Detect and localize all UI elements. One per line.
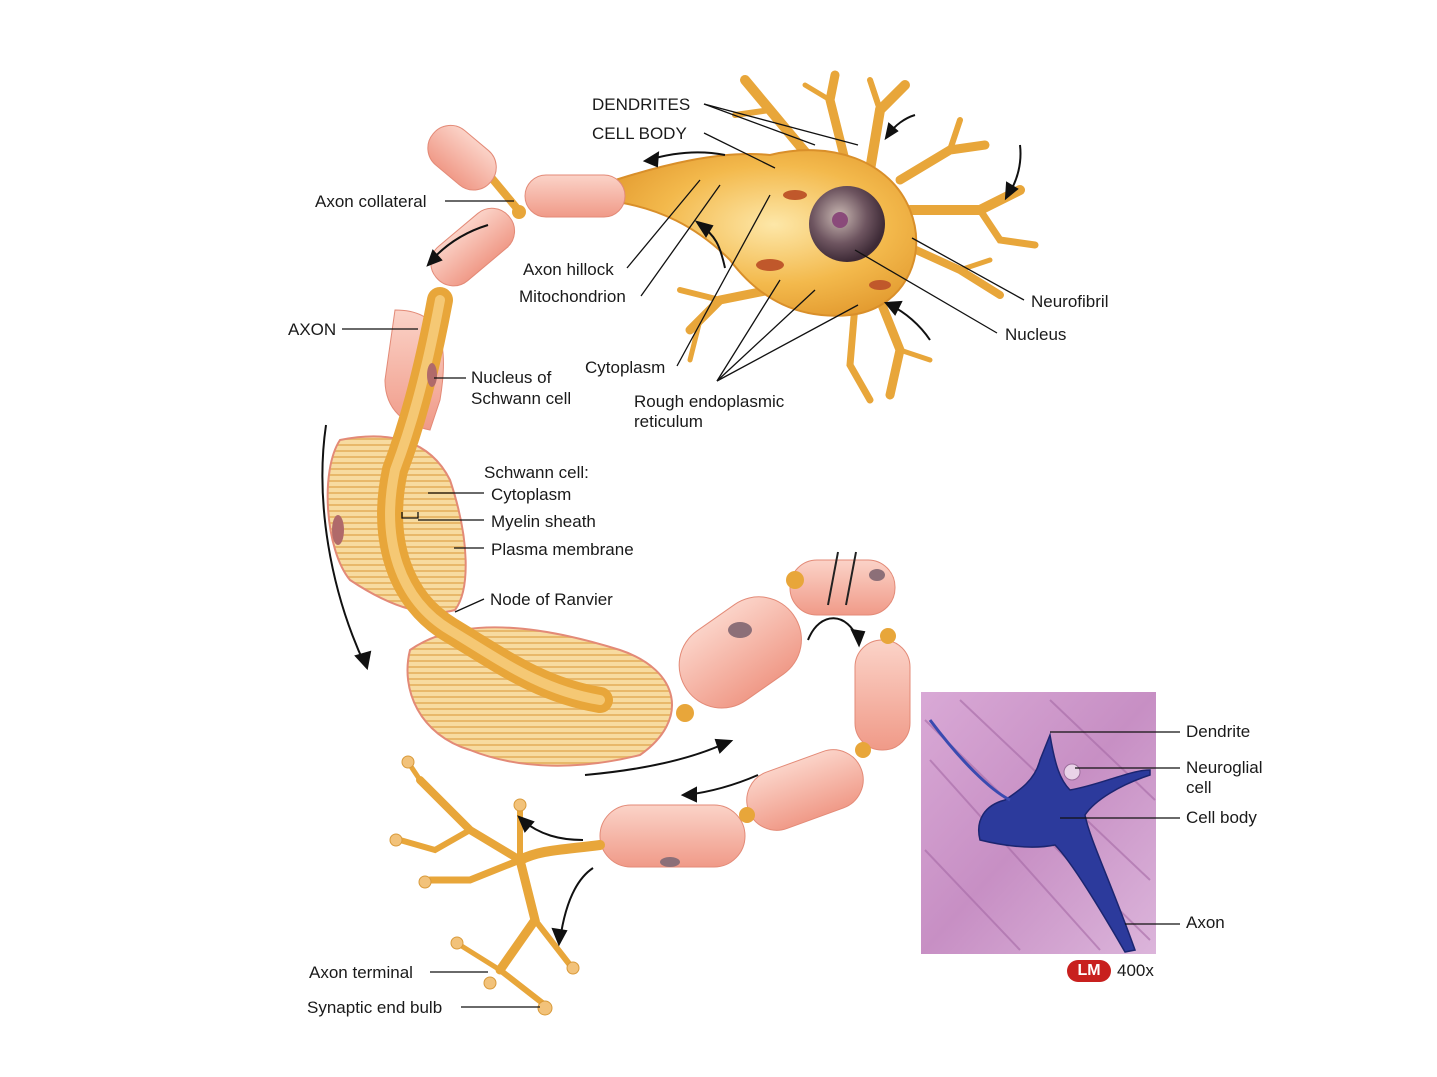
- micro-label-neuroglial-line2: cell: [1186, 778, 1212, 797]
- label-schwann-cell-heading: Schwann cell:: [484, 463, 589, 482]
- micro-label-neuroglial-line1: Neuroglial: [1186, 758, 1263, 777]
- leader-lines: [342, 103, 1025, 1008]
- micro-label-dendrite: Dendrite: [1186, 722, 1251, 741]
- label-axon-collateral: Axon collateral: [315, 192, 427, 211]
- dendrites-group: [677, 70, 1039, 404]
- mitochondrion-shape: [869, 280, 891, 290]
- mitochondrion-shape: [756, 259, 784, 271]
- myelin-segments-lower: [599, 551, 911, 868]
- mitochondrion-shape: [783, 190, 807, 200]
- label-dendrites: DENDRITES: [592, 95, 691, 114]
- synaptic-end-bulbs: [389, 755, 580, 1016]
- label-neurofibril: Neurofibril: [1031, 292, 1109, 311]
- label-rough-er-line2: reticulum: [634, 412, 703, 431]
- micro-label-axon: Axon: [1186, 913, 1225, 932]
- label-axon-hillock: Axon hillock: [523, 260, 614, 279]
- label-nucleus-schwann-line1: Nucleus of: [471, 368, 552, 387]
- nucleolus-shape: [832, 212, 848, 228]
- myelin-sheath-cutaway: [326, 287, 674, 767]
- micro-label-cell-body: Cell body: [1186, 808, 1257, 827]
- label-node-of-ranvier: Node of Ranvier: [490, 590, 613, 609]
- label-cytoplasm-body: Cytoplasm: [585, 358, 666, 377]
- label-myelin-sheath: Myelin sheath: [491, 512, 596, 531]
- axon-collateral-shape: [427, 124, 524, 215]
- label-cell-body: CELL BODY: [592, 124, 687, 143]
- label-nucleus-schwann-line2: Schwann cell: [471, 389, 572, 408]
- label-axon: AXON: [288, 320, 337, 339]
- label-schwann-cytoplasm: Cytoplasm: [491, 485, 572, 504]
- micrograph-leaders: [1050, 731, 1180, 925]
- label-mitochondrion: Mitochondrion: [519, 287, 626, 306]
- lm-badge: LM: [1067, 960, 1111, 982]
- direction-arrows: [321, 114, 1022, 947]
- label-axon-terminal: Axon terminal: [309, 963, 413, 982]
- label-plasma-membrane: Plasma membrane: [491, 540, 634, 559]
- magnification-label: 400x: [1117, 961, 1154, 980]
- micrograph-image: [921, 692, 1156, 954]
- label-synaptic-end-bulb: Synaptic end bulb: [307, 998, 443, 1017]
- label-nucleus: Nucleus: [1005, 325, 1067, 344]
- label-rough-er-line1: Rough endoplasmic: [634, 392, 785, 411]
- nucleus-shape: [809, 186, 885, 262]
- myelin-segments-upper: [429, 174, 626, 305]
- axon-terminal-tree: [397, 762, 605, 1008]
